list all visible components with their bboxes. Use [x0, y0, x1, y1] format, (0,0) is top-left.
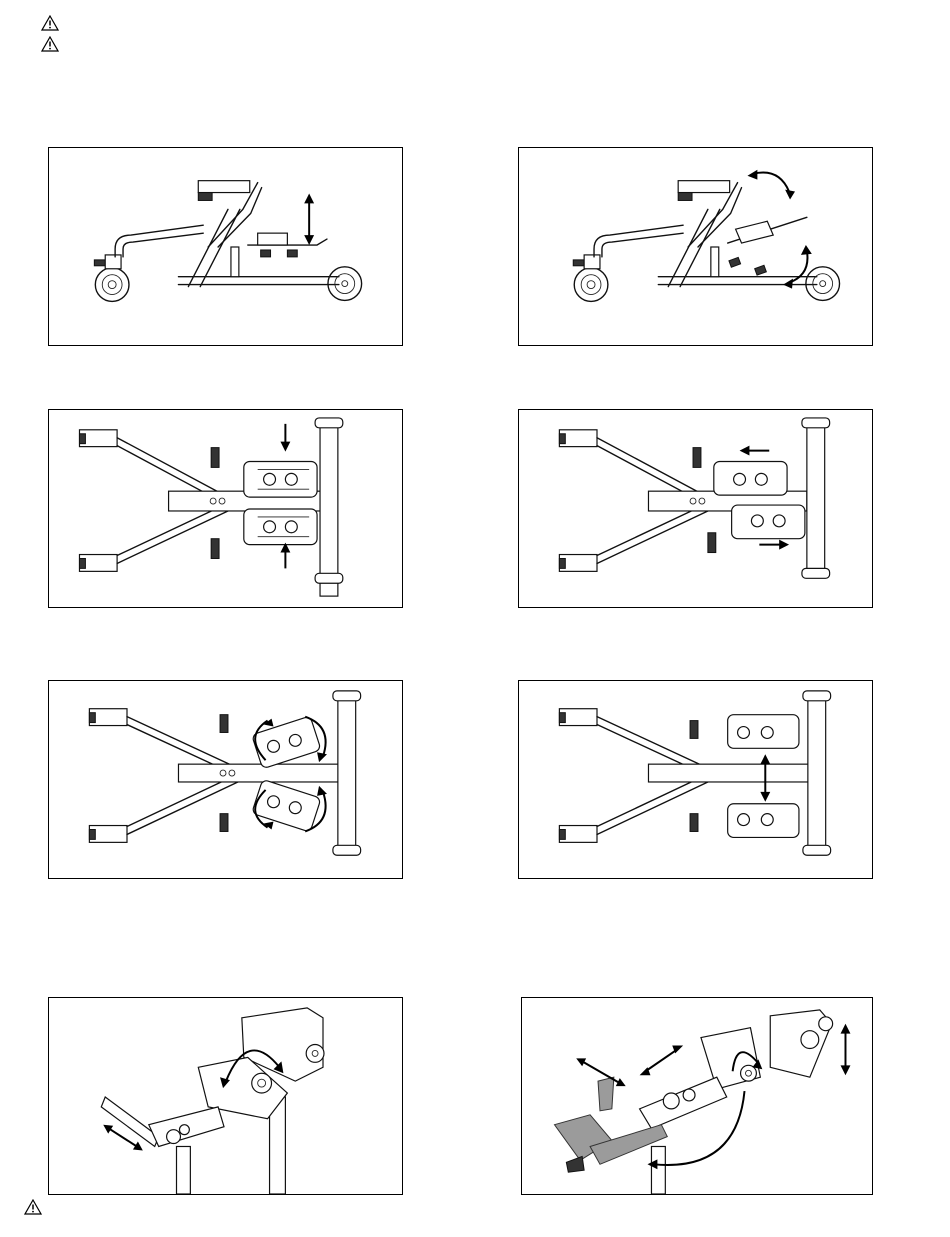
figure-side-view-footplate-flip — [518, 147, 873, 346]
hip-pad-bracket-illustration — [101, 1008, 324, 1194]
warning-triangle-icon — [24, 1199, 42, 1215]
stander-frame-top-illustration — [79, 418, 342, 596]
stander-frame-side-illustration — [94, 181, 361, 302]
figure-top-view-footplates-inward — [48, 409, 403, 608]
figure-top-view-footplates-spread — [518, 680, 873, 879]
figure-detail-knee-pad-adjust — [521, 997, 873, 1195]
stander-frame-top-illustration — [559, 418, 829, 578]
stander-frame-top-illustration — [559, 691, 830, 855]
stander-frame-top-illustration — [89, 691, 360, 855]
vertical-double-arrow-icon — [304, 194, 314, 245]
warning-triangle-icon — [41, 36, 59, 52]
figure-detail-hip-adjust — [48, 997, 403, 1195]
stander-frame-side-illustration — [573, 181, 839, 302]
knee-pad-bracket-illustration — [554, 1010, 832, 1194]
figure-top-view-footplates-rotate — [48, 680, 403, 879]
warning-triangle-icon — [41, 15, 59, 31]
figure-side-view-height-adjust — [48, 147, 403, 346]
figure-top-view-footplates-offset — [518, 409, 873, 608]
